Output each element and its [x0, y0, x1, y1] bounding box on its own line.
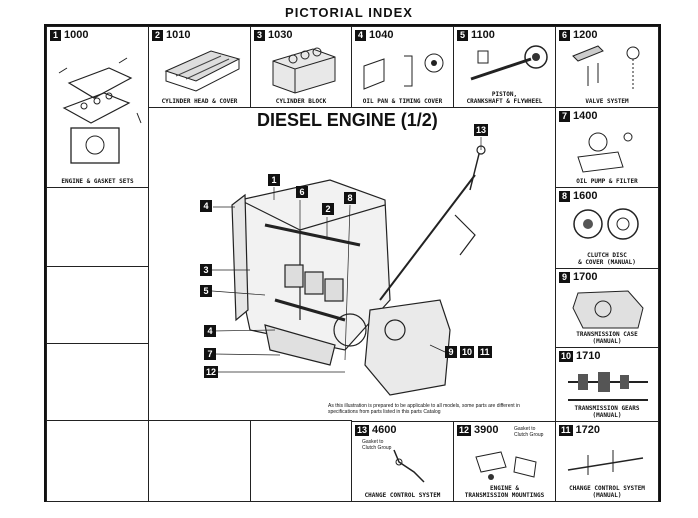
- section-code: 1000: [64, 29, 89, 41]
- empty-cell: [46, 420, 149, 502]
- clutch-disc-illustration: [573, 208, 639, 240]
- section-code: 1700: [573, 271, 598, 283]
- section-number: 13: [355, 424, 370, 436]
- section-caption: CHANGE CONTROL SYSTEM (MANUAL): [569, 485, 645, 499]
- section-number: 6: [559, 29, 570, 41]
- page-title: PICTORIAL INDEX: [285, 5, 413, 20]
- section-caption: CLUTCH DISC & COVER (MANUAL): [578, 252, 636, 266]
- section-code: 1400: [573, 110, 598, 122]
- section-code: 1040: [369, 29, 394, 41]
- mounting-illustration: [475, 451, 537, 480]
- section-number: 3: [254, 29, 265, 41]
- empty-cell: [46, 187, 149, 267]
- callout-11: 11: [478, 346, 492, 358]
- section-number: 12: [457, 424, 472, 436]
- section-caption: TRANSMISSION CASE (MANUAL): [576, 331, 638, 345]
- section-number: 9: [559, 271, 570, 283]
- crankshaft-illustration: [470, 45, 548, 81]
- section-code: 1720: [575, 424, 600, 436]
- callout-4: 4: [200, 200, 212, 212]
- callout-12: 12: [204, 366, 219, 378]
- empty-cell: [250, 420, 352, 502]
- section-caption: VALVE SYSTEM: [585, 98, 629, 105]
- callout-2: 2: [322, 203, 334, 215]
- section-caption: CYLINDER BLOCK: [275, 98, 327, 105]
- callout-9: 9: [445, 346, 457, 358]
- oil-pump-illustration: [577, 132, 633, 173]
- empty-cell: [46, 266, 149, 344]
- section-number: 7: [559, 110, 570, 122]
- cylinder-head-illustration: [164, 50, 241, 92]
- section-caption: ENGINE & TRANSMISSION MOUNTINGS: [464, 485, 545, 499]
- section-number: 5: [457, 29, 468, 41]
- section-number: 4: [355, 29, 366, 41]
- callout-4b: 4: [204, 325, 216, 337]
- callout-6: 6: [296, 186, 308, 198]
- change-control-illustration: [393, 449, 425, 483]
- shift-fork-illustration: [567, 450, 644, 475]
- callout-7: 7: [204, 348, 216, 360]
- callout-13: 13: [474, 124, 489, 136]
- section-caption: OIL PUMP & FILTER: [576, 178, 638, 185]
- empty-cell: [46, 343, 149, 421]
- section-code: 1010: [166, 29, 191, 41]
- valve-system-illustration: [572, 45, 640, 89]
- section-code: 1710: [576, 350, 601, 362]
- section-code: 1100: [471, 29, 495, 41]
- transmission-case-illustration: [572, 290, 644, 329]
- disclaimer-text: As this illustration is prepared to be a…: [328, 403, 520, 415]
- transmission-gears-illustration: [568, 372, 648, 401]
- section-caption: ENGINE & GASKET SETS: [61, 178, 134, 185]
- section-code: 1600: [573, 190, 598, 202]
- callout-5: 5: [200, 285, 212, 297]
- section-caption: CHANGE CONTROL SYSTEM: [364, 492, 441, 499]
- section-caption: OIL PAN & TIMING COVER: [362, 98, 443, 105]
- section-caption: TRANSMISSION GEARS (MANUAL): [574, 405, 640, 419]
- section-number: 11: [559, 424, 573, 436]
- section-note: Gasket to Clutch Group: [362, 439, 392, 451]
- section-number: 10: [559, 350, 574, 362]
- section-code: 1200: [573, 29, 598, 41]
- callout-3: 3: [200, 264, 212, 276]
- section-number: 2: [152, 29, 163, 41]
- section-code: 1030: [268, 29, 293, 41]
- empty-cell: [148, 420, 251, 502]
- section-number: 8: [559, 190, 570, 202]
- section-number: 1: [50, 29, 61, 41]
- section-caption: CYLINDER HEAD & COVER: [161, 98, 238, 105]
- callout-8: 8: [344, 192, 356, 204]
- diagram-title: DIESEL ENGINE (1/2): [257, 110, 438, 130]
- section-code: 4600: [372, 424, 397, 436]
- callout-1: 1: [268, 174, 280, 186]
- section-code: 3900: [474, 424, 499, 436]
- cylinder-block-illustration: [272, 47, 336, 94]
- section-note: Gasket to Clutch Group: [514, 426, 544, 438]
- engine-gasket-illustration: [58, 57, 142, 164]
- oil-pan-illustration: [363, 53, 444, 90]
- section-caption: PISTON, CRANKSHAFT & FLYWHEEL: [466, 91, 543, 105]
- callout-10: 10: [460, 346, 475, 358]
